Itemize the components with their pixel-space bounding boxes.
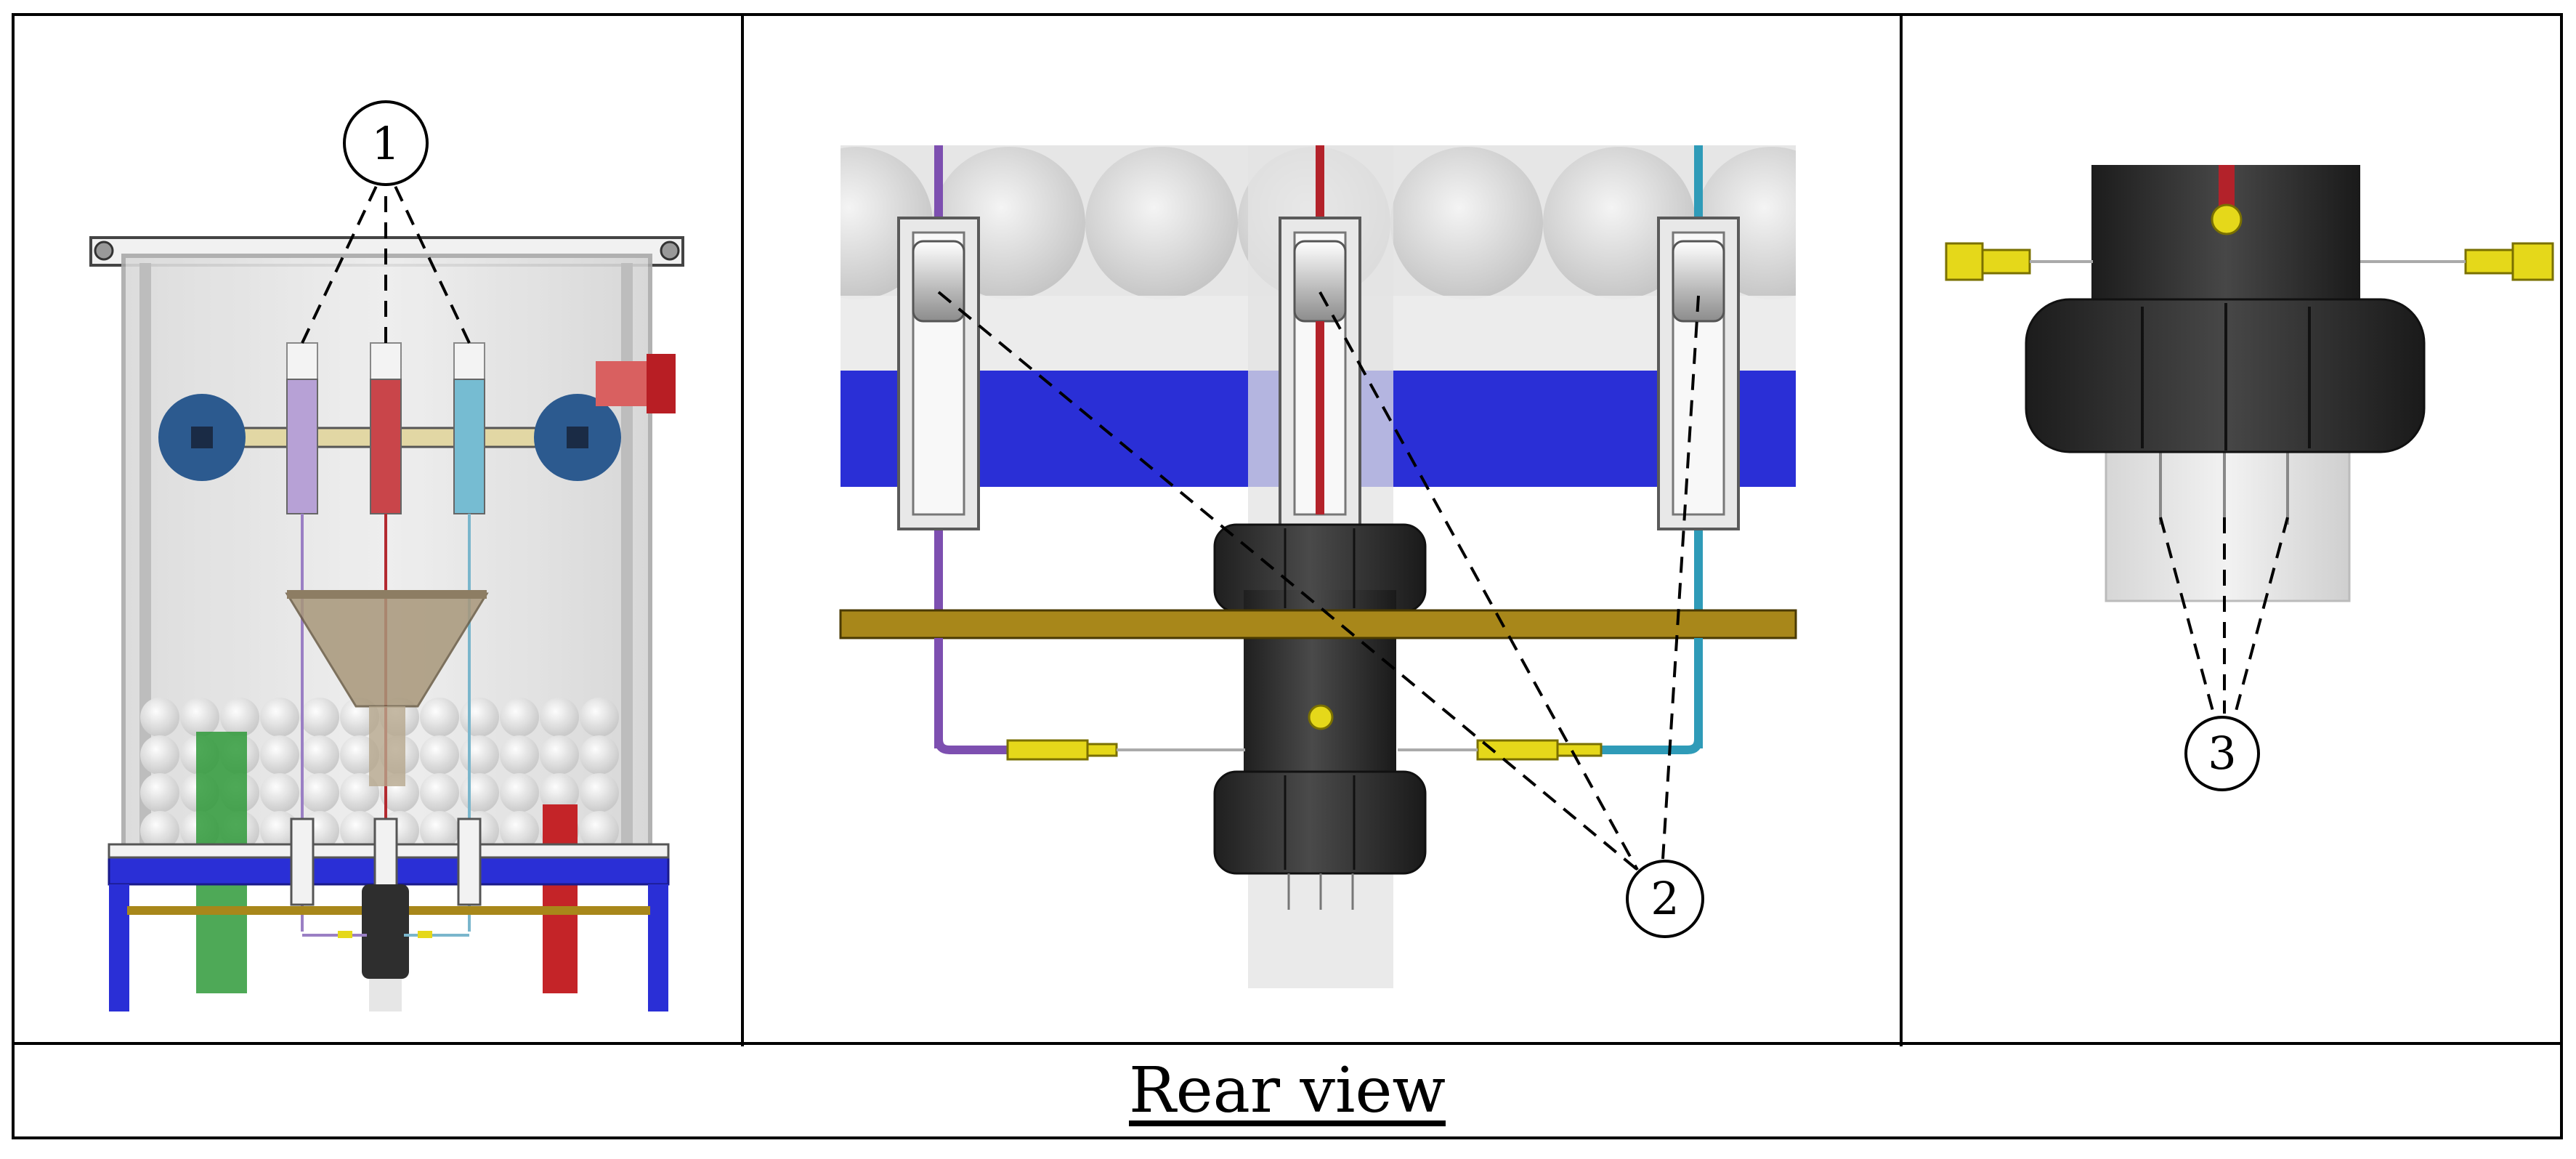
- tube-red: [370, 379, 402, 514]
- callout-3: 3: [2184, 716, 2260, 791]
- caption-divider: [12, 1042, 2563, 1045]
- clear-pipe: [2105, 436, 2351, 602]
- callout-2-label: 2: [1650, 872, 1679, 925]
- rotameter-detail-drawing: 2: [744, 145, 1900, 988]
- assembly-rear-view-panel: [15, 16, 741, 1042]
- bolt-left: [94, 241, 114, 261]
- callout-2: 2: [1626, 860, 1704, 938]
- rotameter-right: [1657, 217, 1740, 530]
- callout-3-label: 3: [2208, 727, 2236, 780]
- tube-cyan: [453, 379, 485, 514]
- side-fitting-left: [1945, 242, 1984, 281]
- caption-label: Rear view: [1129, 1054, 1446, 1127]
- figure-frame: [12, 13, 2563, 1139]
- red-pipe: [543, 804, 578, 993]
- assembly-drawing: [89, 236, 684, 1011]
- tube-purple: [286, 379, 318, 514]
- dark-union: [1213, 523, 1427, 875]
- panel-divider-left: [741, 13, 744, 1046]
- outlet-pipe: [596, 361, 650, 406]
- side-fitting-right: [2511, 242, 2554, 281]
- dark-fitting: [362, 884, 409, 979]
- rotameter-center: [1279, 217, 1361, 530]
- tube-cyan-cap: [453, 342, 485, 380]
- fitting-detail-panel: 3: [1903, 16, 2560, 1042]
- leader-lines-3: [2159, 517, 2289, 714]
- rotameter-left: [897, 217, 980, 530]
- brass-bar: [839, 609, 1797, 639]
- bolt-right: [660, 241, 680, 261]
- fitting-detail-drawing: 3: [1945, 165, 2554, 791]
- panel-divider-right: [1900, 13, 1903, 1046]
- tube-purple-cap: [286, 342, 318, 380]
- rotameter-detail-panel: 2: [744, 16, 1900, 1042]
- tube-red-cap: [370, 342, 402, 380]
- leader-lines-2: [937, 291, 1700, 871]
- caption-row: Rear view: [15, 1045, 2560, 1136]
